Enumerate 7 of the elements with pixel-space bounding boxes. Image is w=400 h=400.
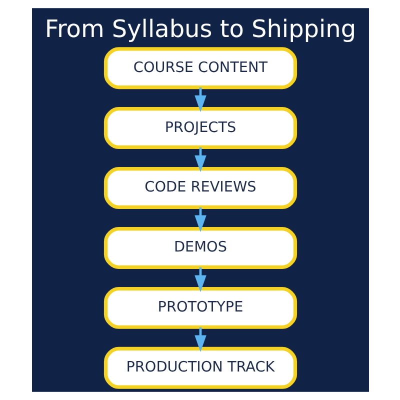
node-box: PRODUCTION TRACK	[103, 346, 297, 389]
node-box: PROJECTS	[103, 107, 297, 150]
node-box: DEMOS	[103, 226, 297, 269]
node-box: PROTOTYPE	[103, 286, 297, 329]
node-box: COURSE CONTENT	[103, 47, 297, 90]
node-box: CODE REVIEWS	[103, 167, 297, 209]
diagram-title: From Syllabus to Shipping	[44, 14, 356, 43]
